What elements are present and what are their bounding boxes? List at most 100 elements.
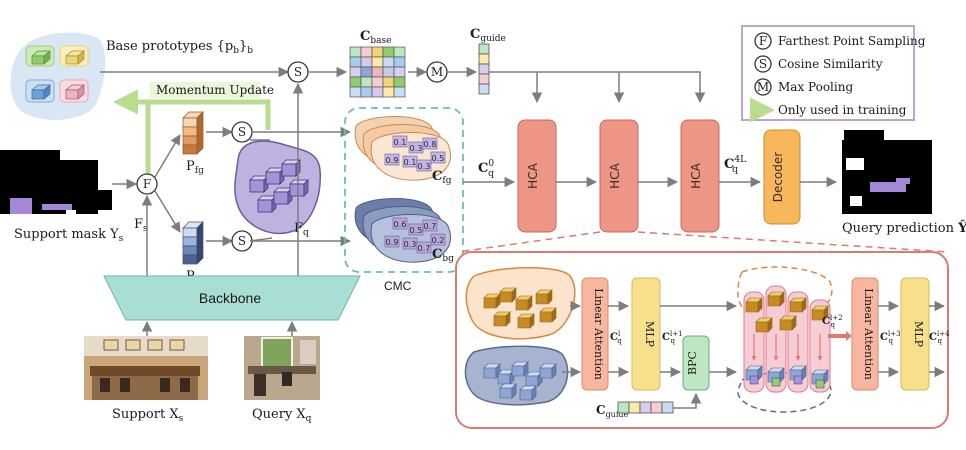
edge-cguide-to-bpc bbox=[673, 392, 702, 409]
f-q-label: Fq bbox=[294, 221, 309, 238]
c-base-cell bbox=[371, 46, 384, 58]
c-base-cell bbox=[382, 56, 395, 68]
c-base-cell bbox=[349, 76, 362, 88]
svg-text:Decoder: Decoder bbox=[771, 152, 785, 203]
c-base-cell bbox=[382, 76, 395, 88]
cmc-cell bbox=[430, 233, 446, 246]
c-base-cell bbox=[382, 46, 395, 58]
c-base-cell bbox=[349, 66, 362, 78]
mlp-block-1: MLP bbox=[631, 277, 661, 391]
zoom-bg-feature bbox=[464, 345, 569, 406]
cmc-cell-value: 0.8 bbox=[424, 140, 437, 149]
clustered-features bbox=[737, 266, 833, 413]
base-prototype-green bbox=[25, 45, 55, 67]
c-base-cell bbox=[360, 66, 373, 78]
support-image bbox=[84, 336, 208, 400]
cmc-cell bbox=[422, 137, 438, 150]
decoder-block: Decoder bbox=[763, 129, 801, 225]
legend-cos-icon-text: S bbox=[759, 57, 767, 71]
query-prediction-label: Query prediction Ŷq bbox=[842, 220, 966, 238]
cmc-cell-value: 0.3 bbox=[404, 240, 417, 249]
cmc-cell-value: 0.6 bbox=[394, 220, 407, 229]
support-mask-image bbox=[0, 150, 112, 216]
cmc-box bbox=[344, 107, 464, 273]
edge-cluster-to-la2-head bbox=[846, 331, 852, 341]
cmc-cell bbox=[384, 235, 400, 248]
backbone-label: Backbone bbox=[199, 290, 261, 306]
cmc-label: CMC bbox=[384, 279, 412, 293]
fps-operator-left bbox=[136, 173, 158, 195]
svg-text:MLP: MLP bbox=[643, 321, 656, 348]
edge-f-to-pfg bbox=[154, 134, 181, 178]
c-base-cell bbox=[371, 66, 384, 78]
c-base-cell bbox=[349, 46, 362, 58]
cmc-cell-value: 0.5 bbox=[410, 226, 423, 235]
legend-maxpool-text: Max Pooling bbox=[778, 80, 853, 94]
linear-attention-block-2: Linear Attention bbox=[851, 277, 879, 391]
mlp-block-2: MLP bbox=[900, 277, 930, 391]
c-base-cell bbox=[360, 86, 373, 98]
support-mask-label: Support mask Ys bbox=[14, 227, 124, 244]
svg-text:MLP: MLP bbox=[912, 321, 925, 348]
c-base-cell bbox=[360, 46, 373, 58]
base-prototype-pink bbox=[59, 79, 89, 103]
cmc-cell bbox=[430, 151, 446, 164]
legend-fps-icon-text: F bbox=[759, 34, 767, 48]
hca-block-2: HCA bbox=[599, 119, 639, 233]
c-fg-label: Cfg bbox=[432, 169, 452, 186]
edge-cguide-to-hca3 bbox=[489, 71, 706, 104]
cmc-cell-value: 0.1 bbox=[404, 158, 417, 167]
edge-f-to-pbg bbox=[154, 190, 181, 233]
zoom-fg-feature bbox=[465, 267, 576, 340]
c-guide-bottom-row bbox=[617, 401, 674, 414]
c-bg-label: Cbg bbox=[432, 247, 454, 264]
base-prototypes bbox=[10, 32, 106, 121]
bpc-block: BPC bbox=[682, 335, 710, 391]
c-base-cell bbox=[371, 76, 384, 88]
svg-text:HCA: HCA bbox=[608, 162, 622, 188]
f-s-label: Fs bbox=[134, 217, 148, 234]
svg-text:HCA: HCA bbox=[689, 162, 703, 188]
maxpool-operator-text: M bbox=[431, 65, 443, 79]
hca-block-3: HCA bbox=[680, 119, 720, 233]
cmc-cell-value: 0.2 bbox=[432, 236, 445, 245]
c-guide-column bbox=[478, 43, 490, 95]
cos-operator-fg-text: S bbox=[238, 125, 246, 139]
backbone-block: Backbone bbox=[103, 275, 361, 321]
c-base-cell bbox=[382, 86, 395, 98]
legend-fps-text: Farthest Point Sampling bbox=[778, 34, 926, 48]
zoom-connectors bbox=[457, 231, 949, 253]
svg-text:Linear Attention: Linear Attention bbox=[592, 288, 605, 380]
legend-train-text: Only used in training bbox=[778, 103, 907, 117]
c-base-cell bbox=[382, 66, 395, 78]
legend-cos-text: Cosine Similarity bbox=[778, 57, 883, 71]
c-base-cell bbox=[349, 86, 362, 98]
support-x-label: Support Xs bbox=[112, 407, 184, 424]
svg-text:BPC: BPC bbox=[686, 351, 699, 375]
cos-operator-top-text: S bbox=[294, 65, 302, 79]
c-guide-bottom-label: Cguide bbox=[596, 403, 629, 419]
query-feature-blob bbox=[234, 140, 321, 235]
cmc-cell-value: 0.1 bbox=[394, 138, 407, 147]
c-base-cell bbox=[393, 76, 406, 88]
c-base-label: Cbase bbox=[360, 29, 391, 46]
svg-text:HCA: HCA bbox=[526, 162, 540, 188]
p-fg-label: Pfg bbox=[186, 159, 204, 176]
c-base-cell bbox=[393, 46, 406, 58]
c-base-cell bbox=[371, 86, 384, 98]
c-base-cell bbox=[371, 56, 384, 68]
c-base-cell bbox=[393, 86, 406, 98]
query-x-label: Query Xq bbox=[252, 407, 312, 424]
cmc-cell bbox=[384, 153, 400, 166]
hca-block-1: HCA bbox=[517, 119, 557, 233]
cmc-cell-value: 0.7 bbox=[424, 222, 437, 231]
c-base-cell bbox=[360, 76, 373, 88]
base-prototype-yellow bbox=[59, 45, 89, 67]
